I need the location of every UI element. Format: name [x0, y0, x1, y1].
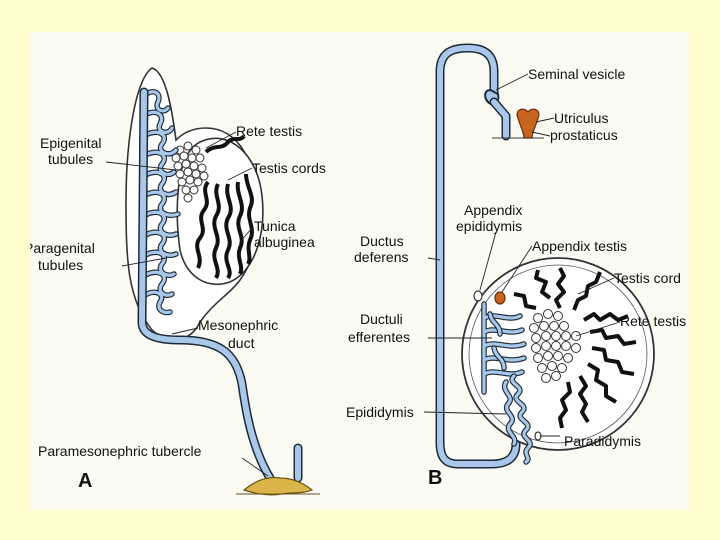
label-efferentes: efferentes [348, 329, 410, 345]
label-ductuli: Ductuli [360, 311, 403, 327]
label-appendix-testis: Appendix testis [532, 238, 627, 254]
label-ductus: Ductus [360, 233, 404, 249]
label-deferens: deferens [354, 249, 408, 265]
ductuli-efferentes [481, 301, 527, 395]
appendix-epididymis [473, 290, 483, 302]
panel-a-drawing [125, 67, 320, 496]
label-epididymis: Epididymis [346, 404, 414, 420]
epididymis-coil [501, 373, 533, 465]
rete-testis-b [529, 309, 581, 383]
label-epigenital: Epigenital [40, 135, 102, 151]
label-mesonephric-duct: duct [228, 335, 255, 351]
appendix-testis [494, 291, 506, 305]
mesonephric-duct-a-lumen [139, 89, 273, 481]
label-epigenital-tubules: tubules [48, 151, 93, 167]
ductus-deferens-lumen [437, 45, 519, 467]
label-paragenital-tubules: tubules [38, 257, 83, 273]
label-prostaticus: prostaticus [550, 127, 618, 143]
label-paradidymis: Paradidymis [564, 433, 641, 449]
mesonephric-tubules-a [141, 89, 181, 316]
panel-b-letter: B [428, 467, 442, 489]
testis-cords-a [195, 134, 254, 280]
label-albuginea: albuginea [254, 234, 315, 250]
panel-a-letter: A [78, 470, 92, 492]
testis-cords-b [513, 267, 637, 429]
panel-b-labels: Seminal vesicle Utriculus prostaticus Ap… [346, 66, 686, 489]
panel-a-labels: Epigenital tubules Rete testis Testis co… [30, 123, 326, 492]
genital-duct-diagram: Epigenital tubules Rete testis Testis co… [30, 43, 686, 496]
label-rete-testis-b: Rete testis [620, 313, 686, 329]
utriculus-prostaticus [516, 108, 540, 139]
figure-panel: Epigenital tubules Rete testis Testis co… [30, 32, 690, 510]
label-seminal-vesicle: Seminal vesicle [528, 66, 625, 82]
label-epididymis-appendix: epididymis [456, 218, 522, 234]
label-paragenital: Paragenital [30, 240, 95, 256]
label-rete-testis-a: Rete testis [236, 123, 302, 139]
panel-b-drawing [435, 43, 655, 469]
panel-b-leader-lines [423, 73, 621, 437]
label-testis-cord: Testis cord [614, 270, 681, 286]
label-paramesonephric-tubercle: Paramesonephric tubercle [38, 443, 202, 459]
label-appendix: Appendix [464, 202, 522, 218]
testis-b-inner [468, 264, 648, 444]
label-mesonephric: Mesonephric [198, 317, 278, 333]
paramesonephric-tubercle [242, 476, 314, 496]
panel-a-leader-lines [105, 131, 269, 477]
rete-testis-a [171, 141, 209, 203]
label-utriculus: Utriculus [554, 110, 608, 126]
label-testis-cords: Testis cords [252, 160, 326, 176]
label-tunica: Tunica [254, 218, 296, 234]
